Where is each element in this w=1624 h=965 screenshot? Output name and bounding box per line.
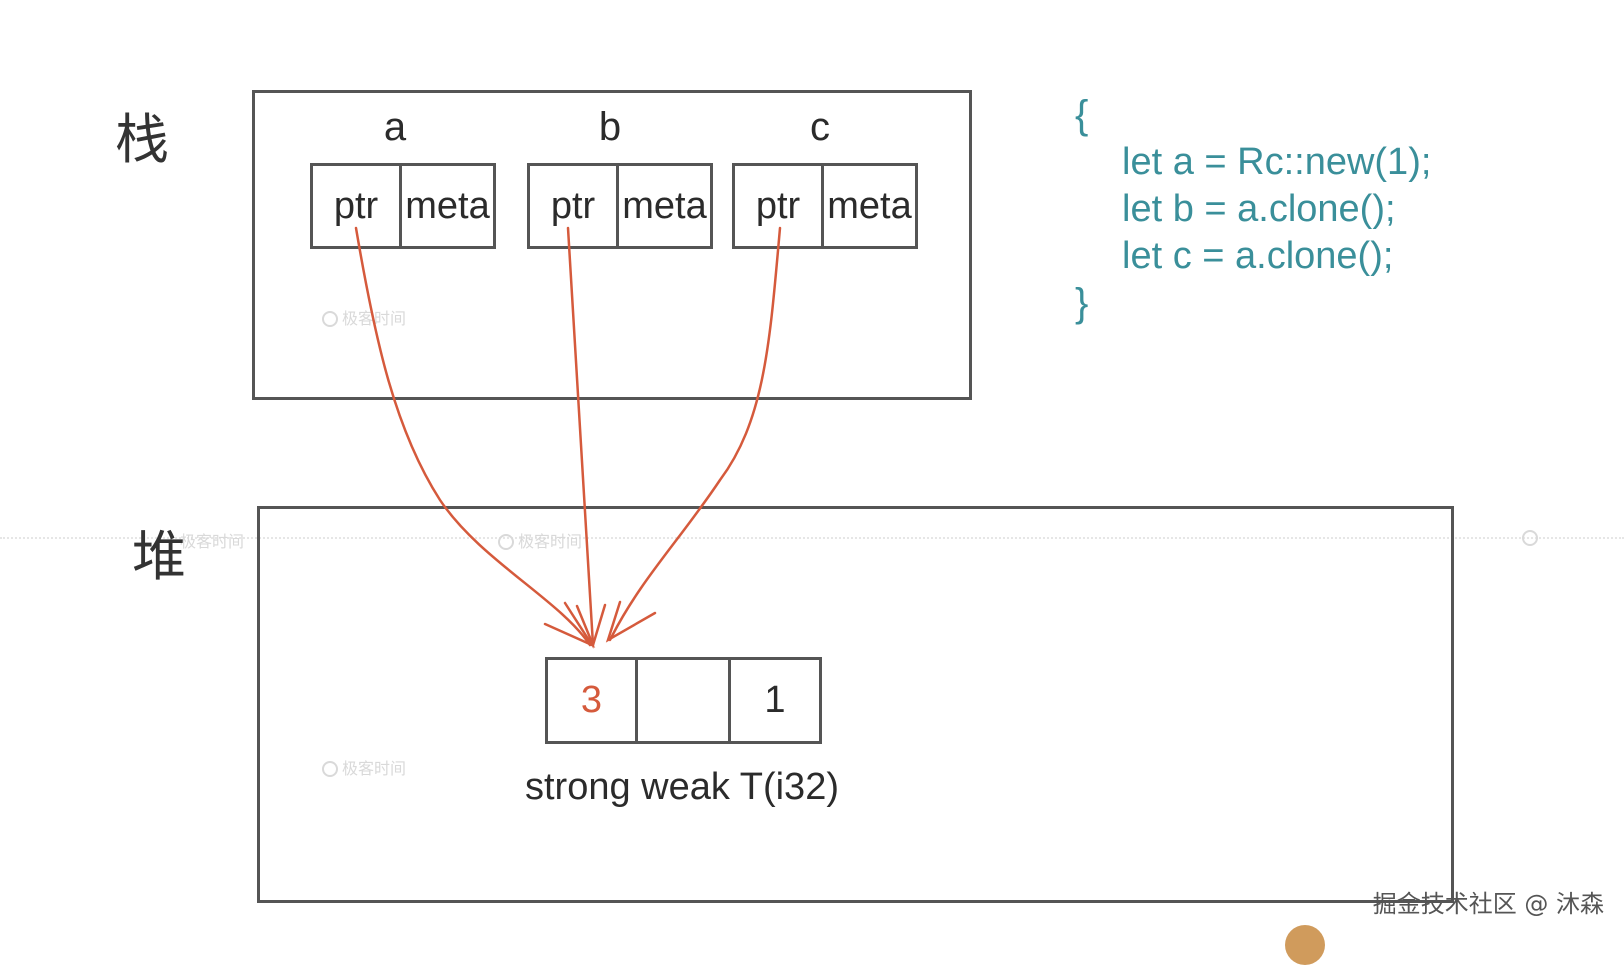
arrow-b-to-heap (566, 226, 595, 647)
arrow-a-to-heap (354, 226, 592, 647)
pointer-arrows (354, 226, 782, 649)
watermark-logo-icon (322, 761, 338, 777)
meta-cell-b: meta (616, 163, 713, 249)
watermark-logo-icon (322, 311, 338, 327)
variable-name-c: c (810, 105, 830, 149)
variable-name-b: b (598, 105, 622, 149)
arrow-c-to-heap (608, 226, 782, 642)
code-close-brace: } (1075, 281, 1089, 325)
arrowhead-c (605, 600, 657, 643)
corner-avatar (1285, 925, 1325, 965)
meta-cell-a: meta (399, 163, 496, 249)
watermark: 极客时间 (322, 755, 406, 779)
code-block: { let a = Rc::new(1); let b = a.clone();… (1075, 92, 1431, 327)
watermark-dotted-line (0, 537, 1624, 539)
watermark: 极客时间 (180, 532, 245, 551)
meta-cell-c: meta (821, 163, 918, 249)
stack-frame (252, 90, 972, 400)
code-open-brace: { (1075, 93, 1089, 137)
heap-label: 堆 (132, 525, 186, 588)
code-line: let a = Rc::new(1); (1122, 141, 1432, 183)
variable-name-a: a (383, 105, 407, 149)
ptr-cell-b: ptr (527, 163, 619, 249)
code-line: let b = a.clone(); (1122, 188, 1396, 230)
heap-caption: strong weak T(i32) (525, 766, 839, 808)
watermark-logo-icon (1522, 530, 1538, 546)
watermark: 极客时间 (498, 528, 582, 552)
value-cell: 1 (728, 657, 822, 744)
heap-frame (257, 506, 1454, 903)
footer-credit: 掘金技术社区 @ 沐森 (1372, 890, 1604, 918)
watermark (1522, 528, 1542, 547)
arrowhead-b (575, 603, 607, 649)
watermark-logo-icon (498, 534, 514, 550)
stack-label: 栈 (115, 108, 169, 171)
code-line: let c = a.clone(); (1122, 235, 1394, 277)
